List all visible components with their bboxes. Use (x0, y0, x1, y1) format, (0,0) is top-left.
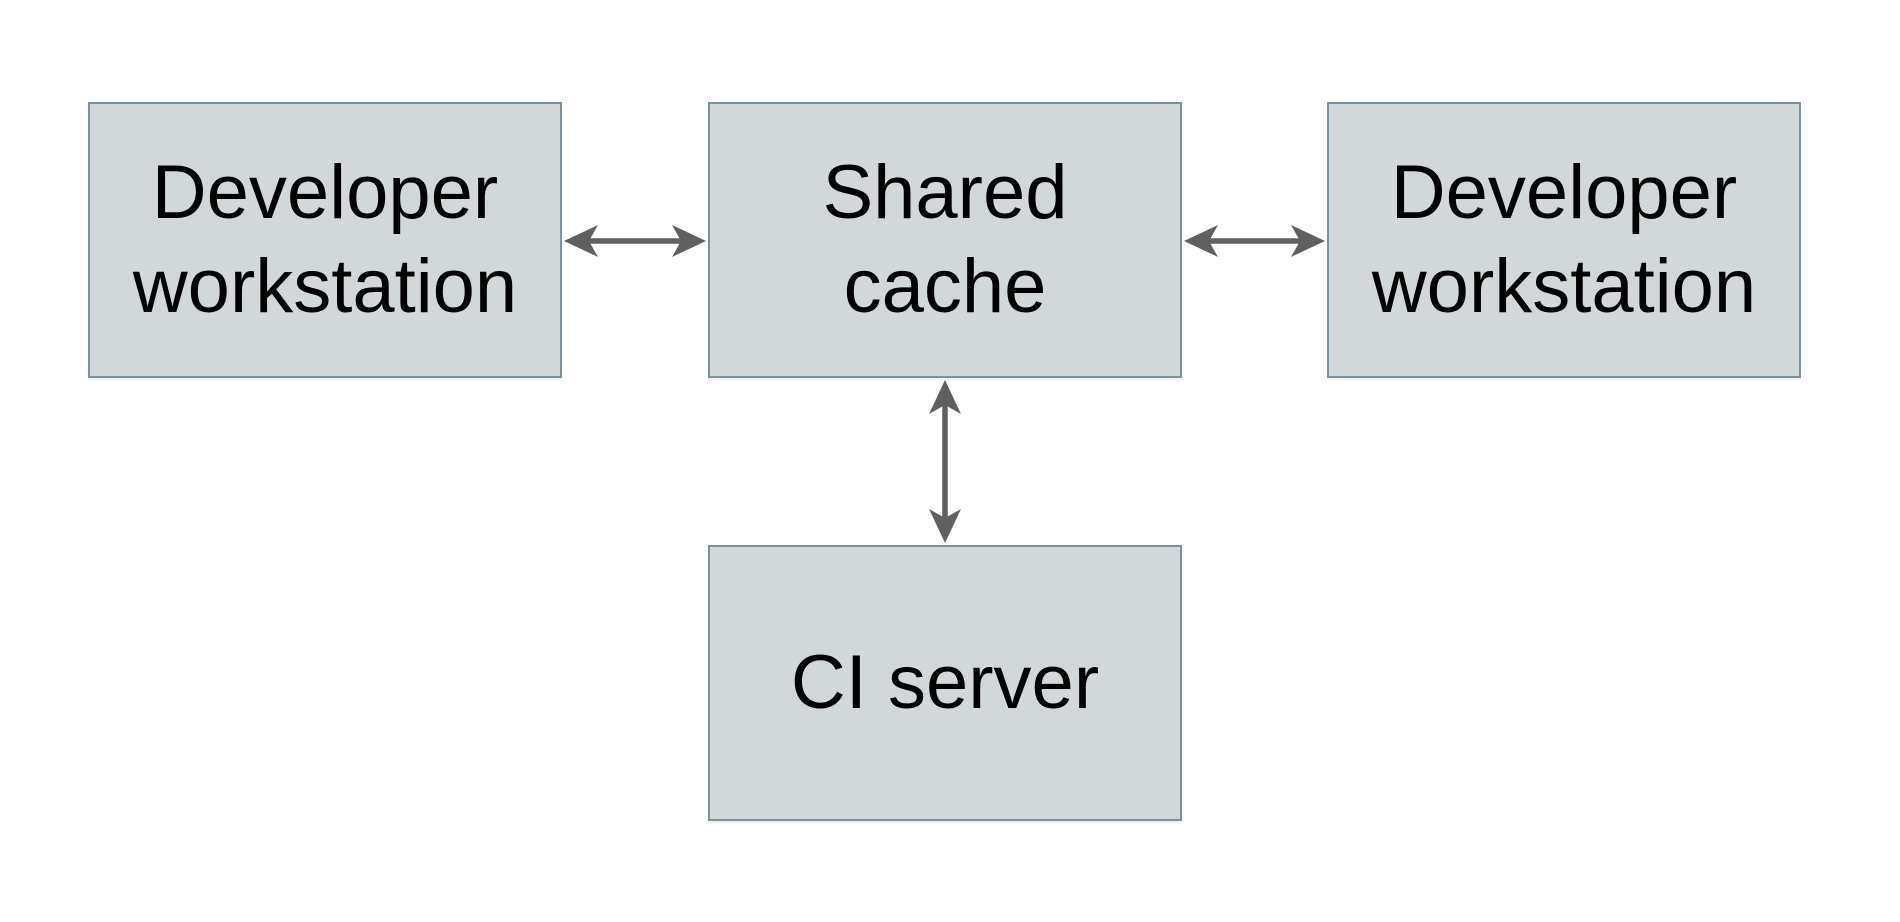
node-developer-workstation-left: Developer workstation (88, 102, 562, 378)
node-ci-server: CI server (708, 545, 1182, 821)
node-shared-cache: Shared cache (708, 102, 1182, 378)
node-label: Developer workstation (1371, 149, 1757, 329)
node-label: CI server (790, 639, 1100, 725)
double-arrow-icon-cache-to-ci-server (929, 380, 961, 543)
node-label: Developer workstation (132, 149, 518, 329)
node-developer-workstation-right: Developer workstation (1327, 102, 1801, 378)
double-arrow-icon-cache-to-right-workstation (1184, 225, 1325, 257)
node-label: Shared cache (822, 149, 1068, 329)
double-arrow-icon-left-workstation-to-cache (564, 225, 706, 257)
